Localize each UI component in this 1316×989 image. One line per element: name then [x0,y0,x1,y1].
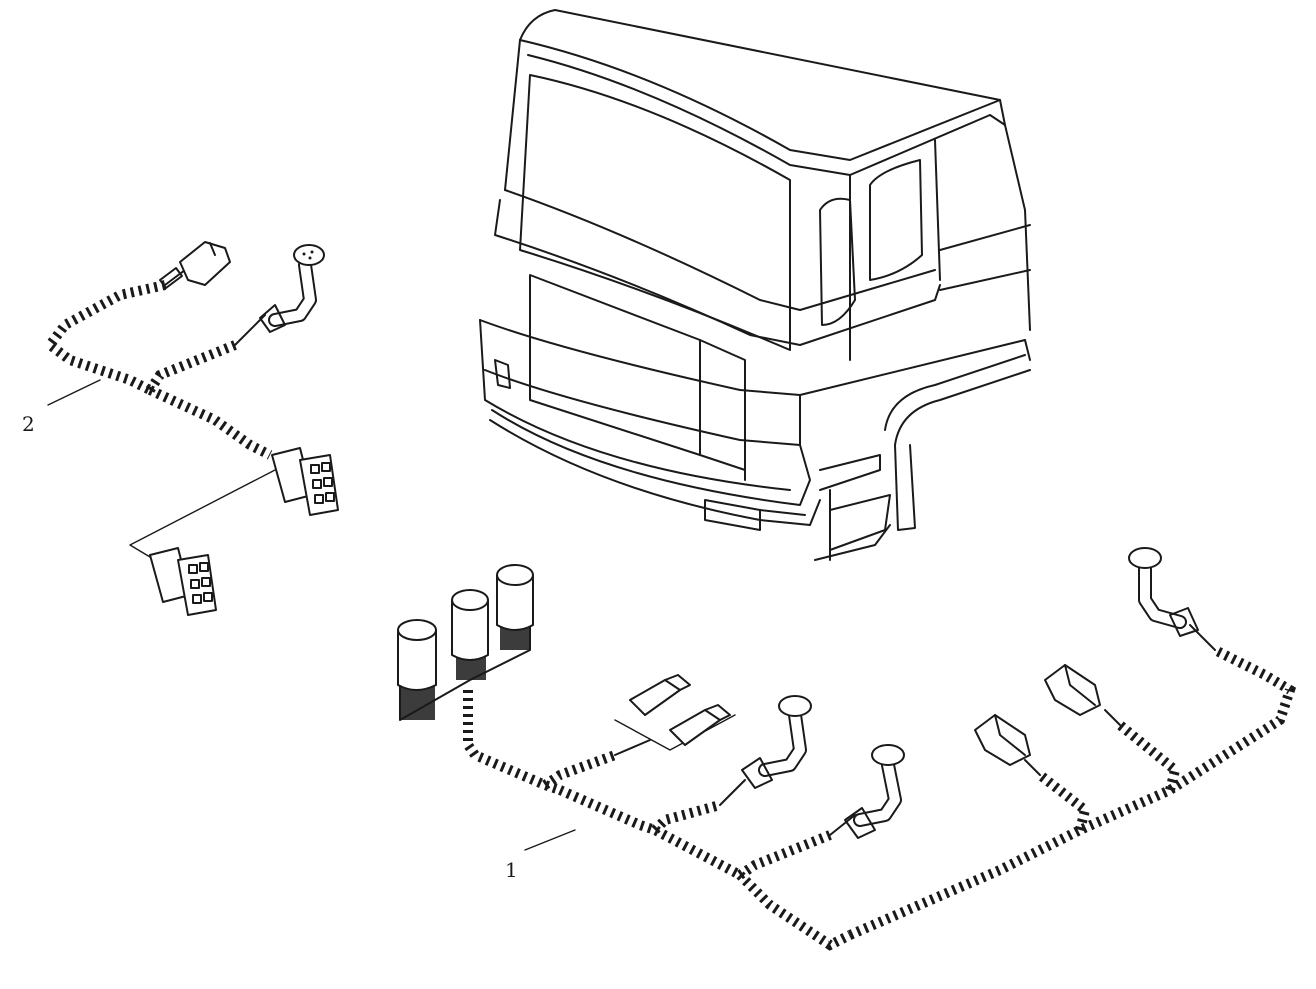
connector-elbow [234,244,325,346]
wiring-harness-2: 2 [22,241,339,616]
connector-round-group [397,564,534,721]
leader-line-2 [47,379,101,406]
truck-cab-illustration [479,9,1031,561]
connector-bulb-pair [614,674,736,756]
connector-elbow-c [1128,547,1216,651]
leader-line-1 [524,829,576,851]
connector-plug-a [974,714,1041,776]
wiring-harness-1: 1 [397,547,1297,951]
connector-plug-b [1044,664,1121,726]
connector-elbow-a [719,695,812,806]
callout-label-1: 1 [505,858,518,882]
connector-6pin-lower [149,547,217,616]
connector-plug-small [159,241,231,289]
connector-elbow-b [829,744,905,839]
connector-6pin-upper [271,447,339,516]
callout-label-2: 2 [22,412,35,436]
